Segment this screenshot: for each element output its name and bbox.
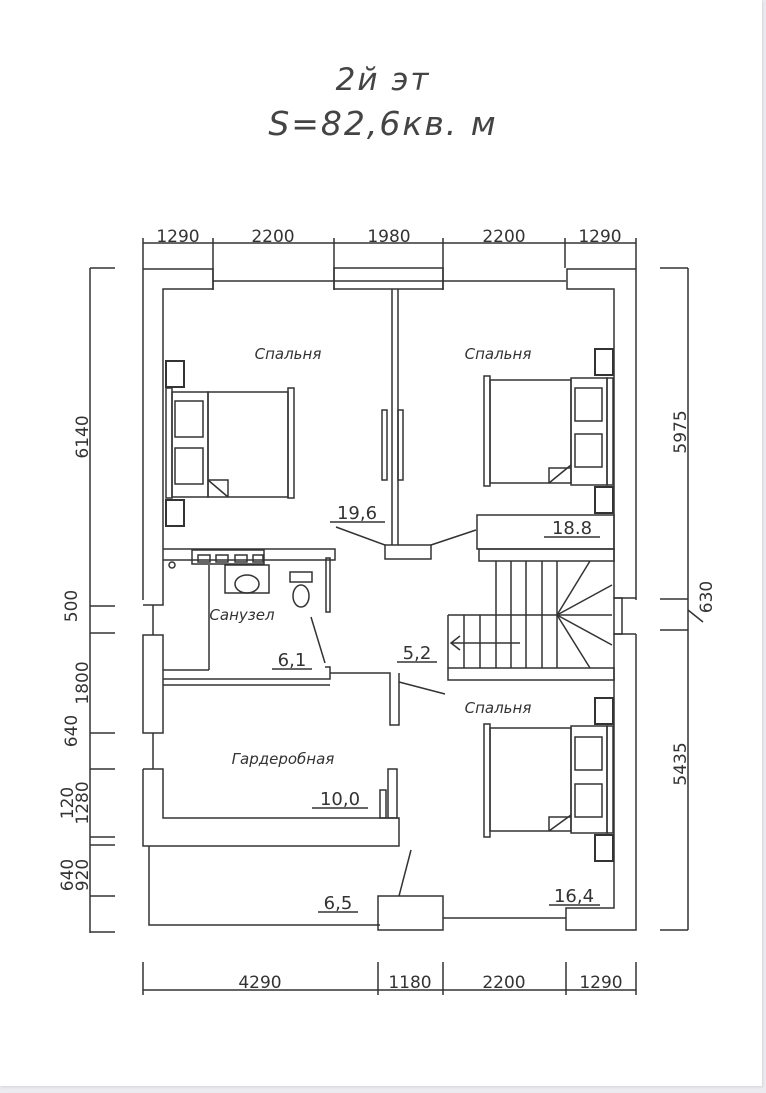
dim-bottom-4: 1290: [579, 973, 622, 993]
dim-left-2: 500: [62, 590, 82, 622]
room-area-hall: 5,2: [403, 643, 432, 664]
dim-bottom-3: 2200: [482, 973, 525, 993]
dim-right-2: 630: [697, 581, 717, 613]
dim-left-8: 920: [73, 859, 93, 891]
room-area-bedroom-1: 19,6: [337, 503, 377, 524]
dim-bottom-1: 4290: [238, 973, 281, 993]
room-name-bedroom-2: Спальня: [465, 345, 532, 363]
dim-top-2: 2200: [251, 227, 294, 247]
dim-left-3: 1800: [73, 661, 93, 704]
dim-left-5: 120: [58, 787, 78, 819]
floor-title: 2й эт: [335, 62, 431, 98]
floor-area-title: S=82,6кв. м: [268, 104, 498, 143]
dim-left-4: 640: [62, 715, 82, 747]
dim-right-3: 5435: [671, 742, 691, 785]
room-area-bathroom: 6,1: [278, 650, 307, 671]
room-area-bedroom-2: 18.8: [552, 518, 592, 539]
dim-top-1: 1290: [156, 227, 199, 247]
dim-top-4: 2200: [482, 227, 525, 247]
dim-left-6: 1280: [73, 781, 93, 824]
room-name-wardrobe: Гардеробная: [232, 750, 335, 768]
room-area-wardrobe: 10,0: [320, 789, 360, 810]
room-name-bedroom-3: Спальня: [465, 699, 532, 717]
room-area-bedroom-3: 16,4: [554, 886, 594, 907]
dim-left-7: 640: [58, 859, 78, 891]
dim-right-1: 5975: [671, 410, 691, 453]
room-area-terrace: 6,5: [324, 893, 353, 914]
dim-top-3: 1980: [367, 227, 410, 247]
room-name-bathroom: Санузел: [209, 606, 275, 624]
room-name-bedroom-1: Спальня: [255, 345, 322, 363]
dim-left-1: 6140: [73, 415, 93, 458]
dim-bottom-2: 1180: [388, 973, 431, 993]
dim-top-5: 1290: [578, 227, 621, 247]
